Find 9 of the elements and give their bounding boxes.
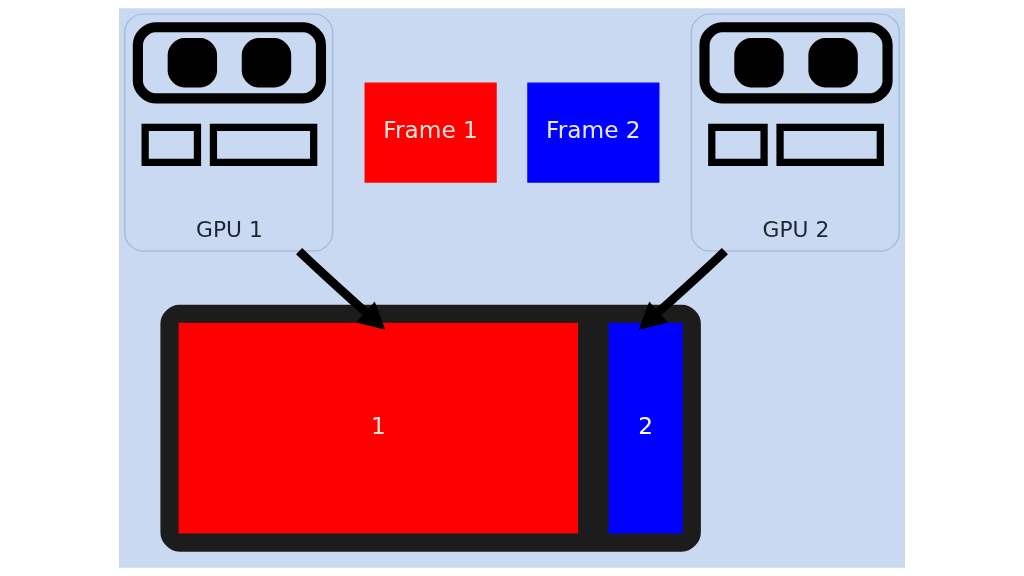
node-box: Frame 1	[364, 82, 497, 183]
node-box: 2	[608, 322, 683, 534]
arrow	[638, 247, 728, 330]
node-box: GPU 2	[690, 13, 900, 252]
cluster	[160, 304, 701, 552]
arrow	[296, 247, 386, 330]
node-box: 1	[178, 322, 579, 534]
node-box: GPU 1	[124, 13, 334, 252]
node-box: Frame 2	[527, 82, 660, 183]
